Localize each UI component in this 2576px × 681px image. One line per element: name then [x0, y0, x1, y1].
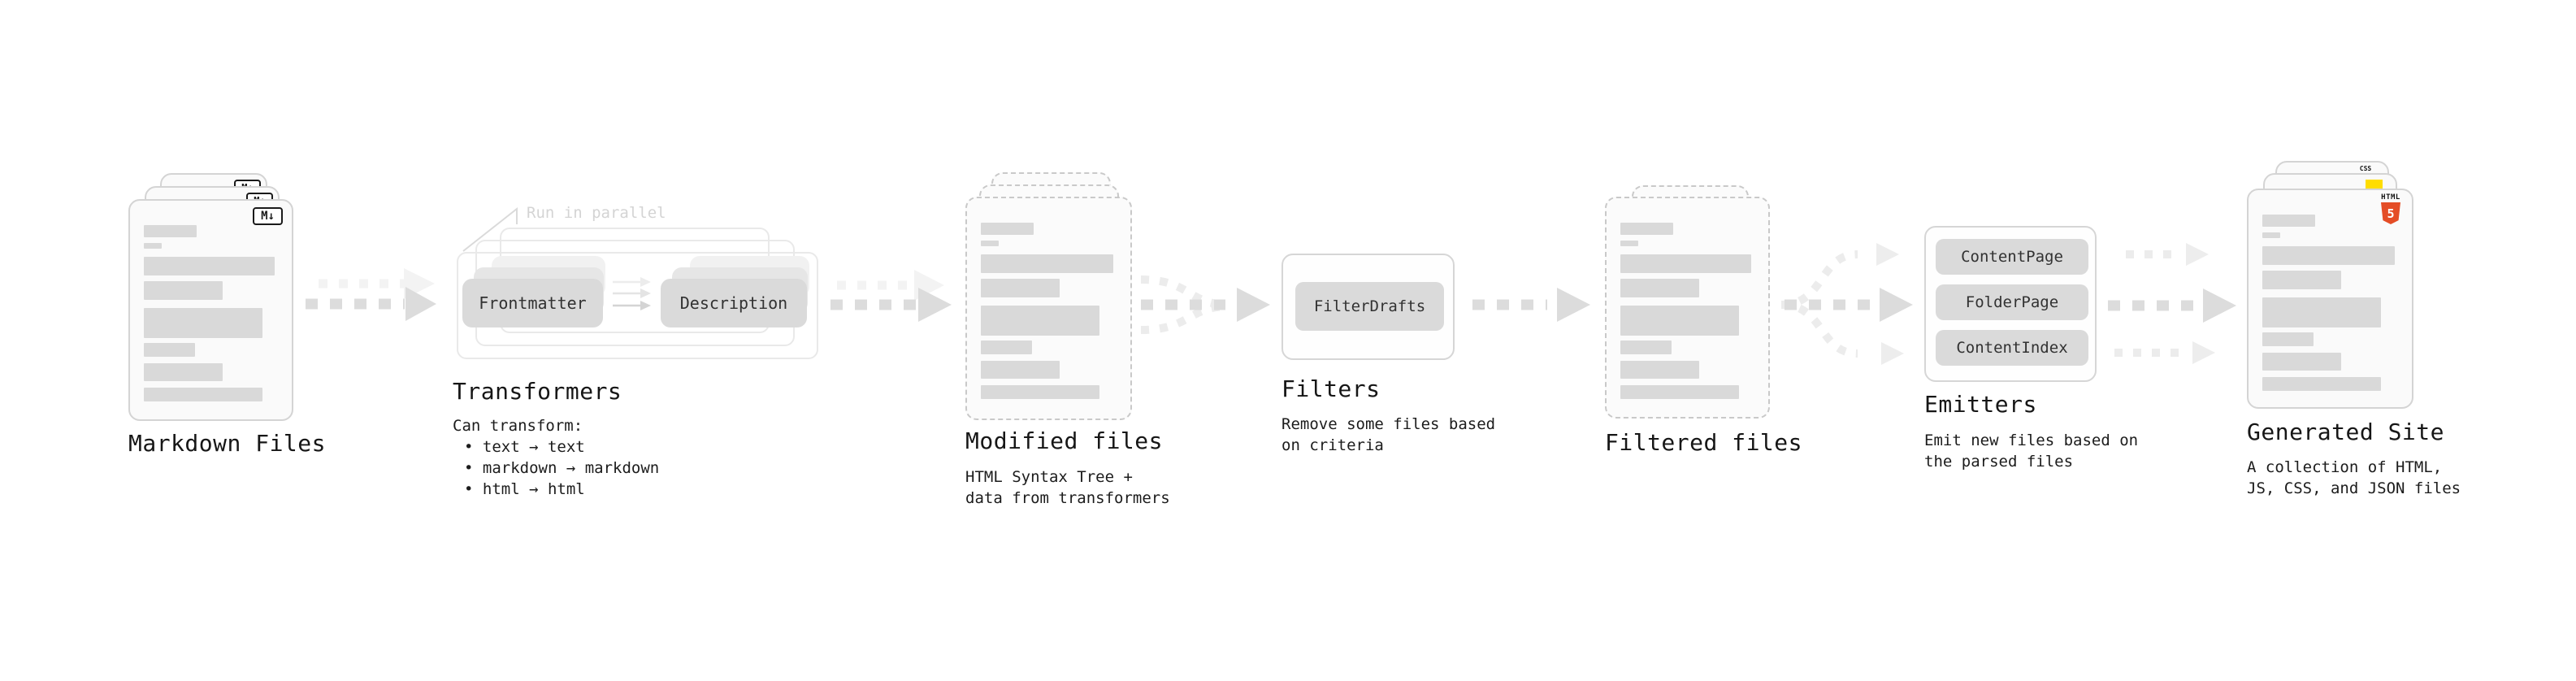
- stage-title-emitters: Emitters: [1924, 391, 2037, 418]
- stage-title-transformers: Transformers: [453, 378, 622, 405]
- caption-line: • text → text: [464, 438, 585, 456]
- css-icon-label: CSS: [2359, 165, 2372, 172]
- html5-icon-label: HTML: [2381, 193, 2400, 202]
- js-icon: [2366, 180, 2383, 189]
- modified-file-card: [965, 197, 1132, 420]
- caption-line: on criteria: [1281, 436, 1384, 454]
- modified-file-stack: [965, 172, 1132, 420]
- stage-title-generated-site: Generated Site: [2247, 419, 2445, 445]
- arrow-emitters-to-site: [2108, 243, 2236, 364]
- caption-line: HTML Syntax Tree +: [965, 468, 1133, 486]
- transformers-caption: Can transform: • text → text • markdown …: [453, 415, 659, 500]
- arrow-markdown-to-transformers: [306, 268, 436, 321]
- caption-line: Remove some files based: [1281, 415, 1496, 433]
- filters-caption: Remove some files based on criteria: [1281, 414, 1495, 456]
- filters-box: FilterDrafts: [1281, 254, 1455, 360]
- caption-line: A collection of HTML,: [2247, 458, 2443, 476]
- frontmatter-node: Frontmatter: [462, 279, 603, 327]
- filtered-file-stack: [1605, 185, 1770, 419]
- markdown-icon: M↓: [253, 207, 283, 225]
- filterdrafts-node: FilterDrafts: [1295, 282, 1444, 331]
- generated-site-stack: CSS HTML 5: [2247, 161, 2413, 409]
- stage-title-filtered-files: Filtered files: [1605, 429, 1803, 456]
- transformer-panel-front: [457, 252, 818, 359]
- html5-icon-numeral: 5: [2387, 206, 2395, 221]
- modified-files-caption: HTML Syntax Tree + data from transformer…: [965, 466, 1170, 509]
- caption-line: Can transform:: [453, 417, 583, 435]
- arrow-filtered-to-emitters: [1780, 243, 1913, 365]
- document-placeholder-lines: [1620, 223, 1751, 399]
- document-placeholder-lines: [981, 223, 1113, 399]
- stage-title-modified-files: Modified files: [965, 427, 1164, 454]
- arrow-filters-to-filtered: [1472, 288, 1590, 322]
- arrow-transformers-to-modified: [830, 270, 952, 322]
- description-node: Description: [661, 279, 807, 327]
- parallel-mini-arrows: [613, 277, 651, 310]
- html5-icon: HTML 5: [2380, 194, 2401, 224]
- arrow-modified-to-filters: [1140, 275, 1270, 334]
- generated-site-caption: A collection of HTML, JS, CSS, and JSON …: [2247, 457, 2461, 499]
- caption-line: • markdown → markdown: [464, 459, 660, 477]
- folderpage-node: FolderPage: [1936, 284, 2088, 320]
- stage-title-filters: Filters: [1281, 375, 1381, 402]
- markdown-file-card: M↓: [128, 199, 293, 421]
- contentpage-node: ContentPage: [1936, 239, 2088, 275]
- caption-line: Emit new files based on: [1924, 432, 2139, 449]
- filtered-file-card: [1605, 197, 1770, 419]
- emitters-box: ContentPage FolderPage ContentIndex: [1924, 226, 2097, 382]
- run-in-parallel-annotation: Run in parallel: [527, 204, 666, 222]
- annotation-leader-line: [462, 206, 518, 252]
- document-placeholder-lines: [144, 225, 275, 401]
- caption-line: the parsed files: [1924, 453, 2074, 471]
- stage-title-markdown-files: Markdown Files: [128, 430, 327, 457]
- caption-line: data from transformers: [965, 489, 1170, 507]
- caption-line: • html → html: [464, 480, 585, 498]
- contentindex-node: ContentIndex: [1936, 330, 2088, 366]
- markdown-file-stack: M↓ M↓ M↓: [128, 173, 293, 421]
- document-placeholder-lines: [2262, 215, 2395, 391]
- html-file-card: HTML 5: [2247, 189, 2413, 409]
- html5-icon-shield: 5: [2381, 202, 2400, 224]
- caption-line: JS, CSS, and JSON files: [2247, 479, 2461, 497]
- emitters-caption: Emit new files based on the parsed files: [1924, 430, 2138, 472]
